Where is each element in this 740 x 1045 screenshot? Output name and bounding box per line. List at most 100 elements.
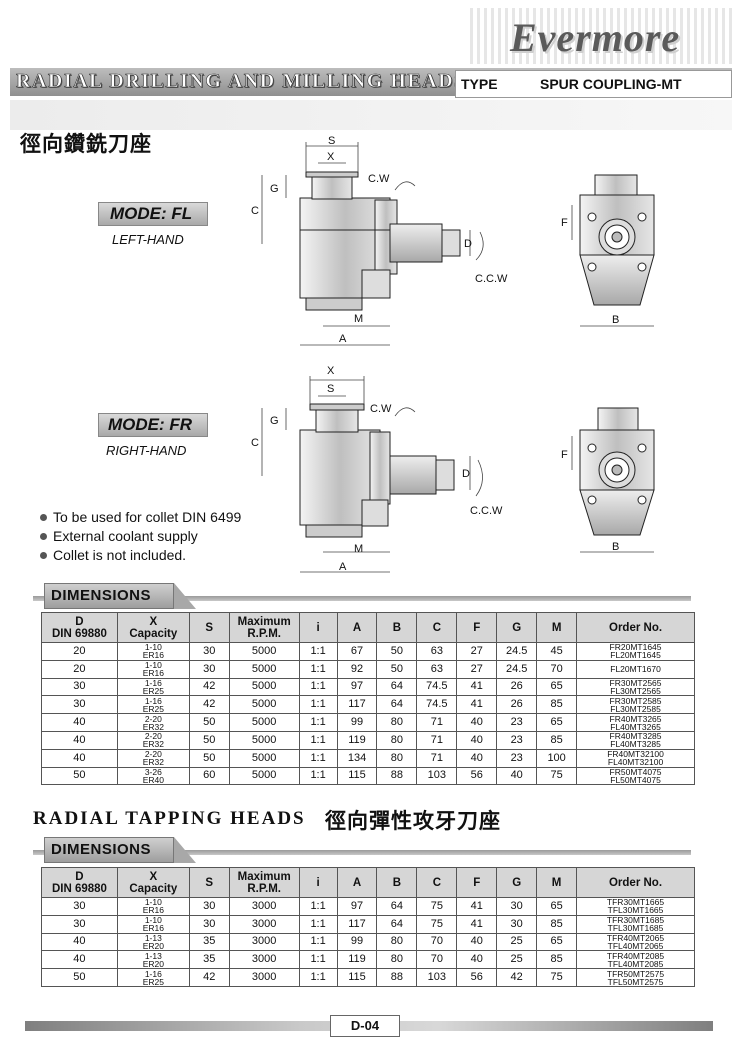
col-g: G bbox=[496, 867, 538, 898]
notes-list: To be used for collet DIN 6499 External … bbox=[40, 508, 241, 565]
cell-c: 71 bbox=[416, 748, 458, 768]
cell-m: 45 bbox=[536, 642, 578, 661]
cell-f: 41 bbox=[456, 897, 498, 916]
cell-g: 25 bbox=[496, 932, 538, 952]
cell-g: 40 bbox=[496, 766, 538, 786]
cell-i: 1:1 bbox=[298, 914, 338, 934]
mode-fr-subtitle: RIGHT-HAND bbox=[106, 443, 187, 458]
fl-label-d: D bbox=[464, 238, 472, 250]
cell-rpm: 3000 bbox=[228, 968, 300, 987]
fr-front-drawing bbox=[299, 403, 455, 538]
col-f: F bbox=[456, 612, 498, 643]
cell-d: 40 bbox=[41, 730, 118, 750]
cell-rpm: 3000 bbox=[228, 950, 300, 970]
cell-f: 40 bbox=[456, 932, 498, 952]
dimensions-tab: DIMENSIONS bbox=[44, 837, 174, 863]
cell-s: 35 bbox=[188, 950, 230, 970]
cell-c: 71 bbox=[416, 730, 458, 750]
cell-rpm: 5000 bbox=[228, 677, 300, 697]
cell-a: 99 bbox=[336, 713, 378, 732]
cell-a: 97 bbox=[336, 677, 378, 697]
cell-s: 50 bbox=[188, 730, 230, 750]
mode-fl-label: MODE: FL bbox=[110, 204, 193, 223]
cell-b: 80 bbox=[376, 950, 418, 970]
cell-rpm: 5000 bbox=[228, 695, 300, 715]
tab-corner bbox=[174, 837, 196, 863]
cell-g: 24.5 bbox=[496, 659, 538, 679]
fr-label-b: B bbox=[612, 541, 619, 553]
cell-rpm: 5000 bbox=[228, 642, 300, 661]
cell-g: 23 bbox=[496, 713, 538, 732]
cell-s: 30 bbox=[188, 897, 230, 916]
cell-m: 70 bbox=[536, 659, 578, 679]
fr-label-c: C bbox=[251, 437, 259, 449]
cell-c: 70 bbox=[416, 950, 458, 970]
col-c: C bbox=[416, 612, 458, 643]
cell-rpm: 3000 bbox=[228, 932, 300, 952]
cell-g: 25 bbox=[496, 950, 538, 970]
cell-rpm: 5000 bbox=[228, 659, 300, 679]
type-box bbox=[455, 70, 732, 98]
subheader-bar bbox=[10, 100, 732, 130]
cell-b: 64 bbox=[376, 695, 418, 715]
cell-g: 30 bbox=[496, 897, 538, 916]
cell-i: 1:1 bbox=[298, 677, 338, 697]
cell-i: 1:1 bbox=[298, 897, 338, 916]
tapping-chinese-title: 徑向彈性攻牙刀座 bbox=[325, 810, 501, 833]
cell-b: 88 bbox=[376, 968, 418, 987]
cell-i: 1:1 bbox=[298, 968, 338, 987]
mode-fr-label: MODE: FR bbox=[108, 415, 193, 434]
cell-c: 74.5 bbox=[416, 677, 458, 697]
cell-d: 20 bbox=[41, 642, 118, 661]
cell-a: 119 bbox=[336, 730, 378, 750]
cell-d: 40 bbox=[41, 950, 118, 970]
note-item: Collet is not included. bbox=[40, 546, 241, 565]
cell-b: 80 bbox=[376, 932, 418, 952]
fl-label-a: A bbox=[339, 333, 347, 345]
cell-a: 117 bbox=[336, 695, 378, 715]
cell-f: 27 bbox=[456, 642, 498, 661]
cell-c: 71 bbox=[416, 713, 458, 732]
cell-f: 56 bbox=[456, 766, 498, 786]
col-i: i bbox=[298, 867, 338, 898]
tab-corner bbox=[174, 583, 196, 609]
cell-a: 115 bbox=[336, 766, 378, 786]
cell-c: 63 bbox=[416, 642, 458, 661]
col-i: i bbox=[298, 612, 338, 643]
fr-label-g: G bbox=[270, 415, 279, 427]
fr-label-f: F bbox=[561, 449, 568, 461]
cell-b: 88 bbox=[376, 766, 418, 786]
cell-f: 40 bbox=[456, 748, 498, 768]
fl-label-x: X bbox=[327, 151, 335, 163]
cell-a: 119 bbox=[336, 950, 378, 970]
type-value: SPUR COUPLING-MT bbox=[540, 76, 682, 92]
cell-rpm: 5000 bbox=[228, 766, 300, 786]
note-item: To be used for collet DIN 6499 bbox=[40, 508, 241, 527]
cell-rpm: 5000 bbox=[228, 730, 300, 750]
cell-i: 1:1 bbox=[298, 730, 338, 750]
fr-label-cw: C.W bbox=[370, 403, 392, 415]
